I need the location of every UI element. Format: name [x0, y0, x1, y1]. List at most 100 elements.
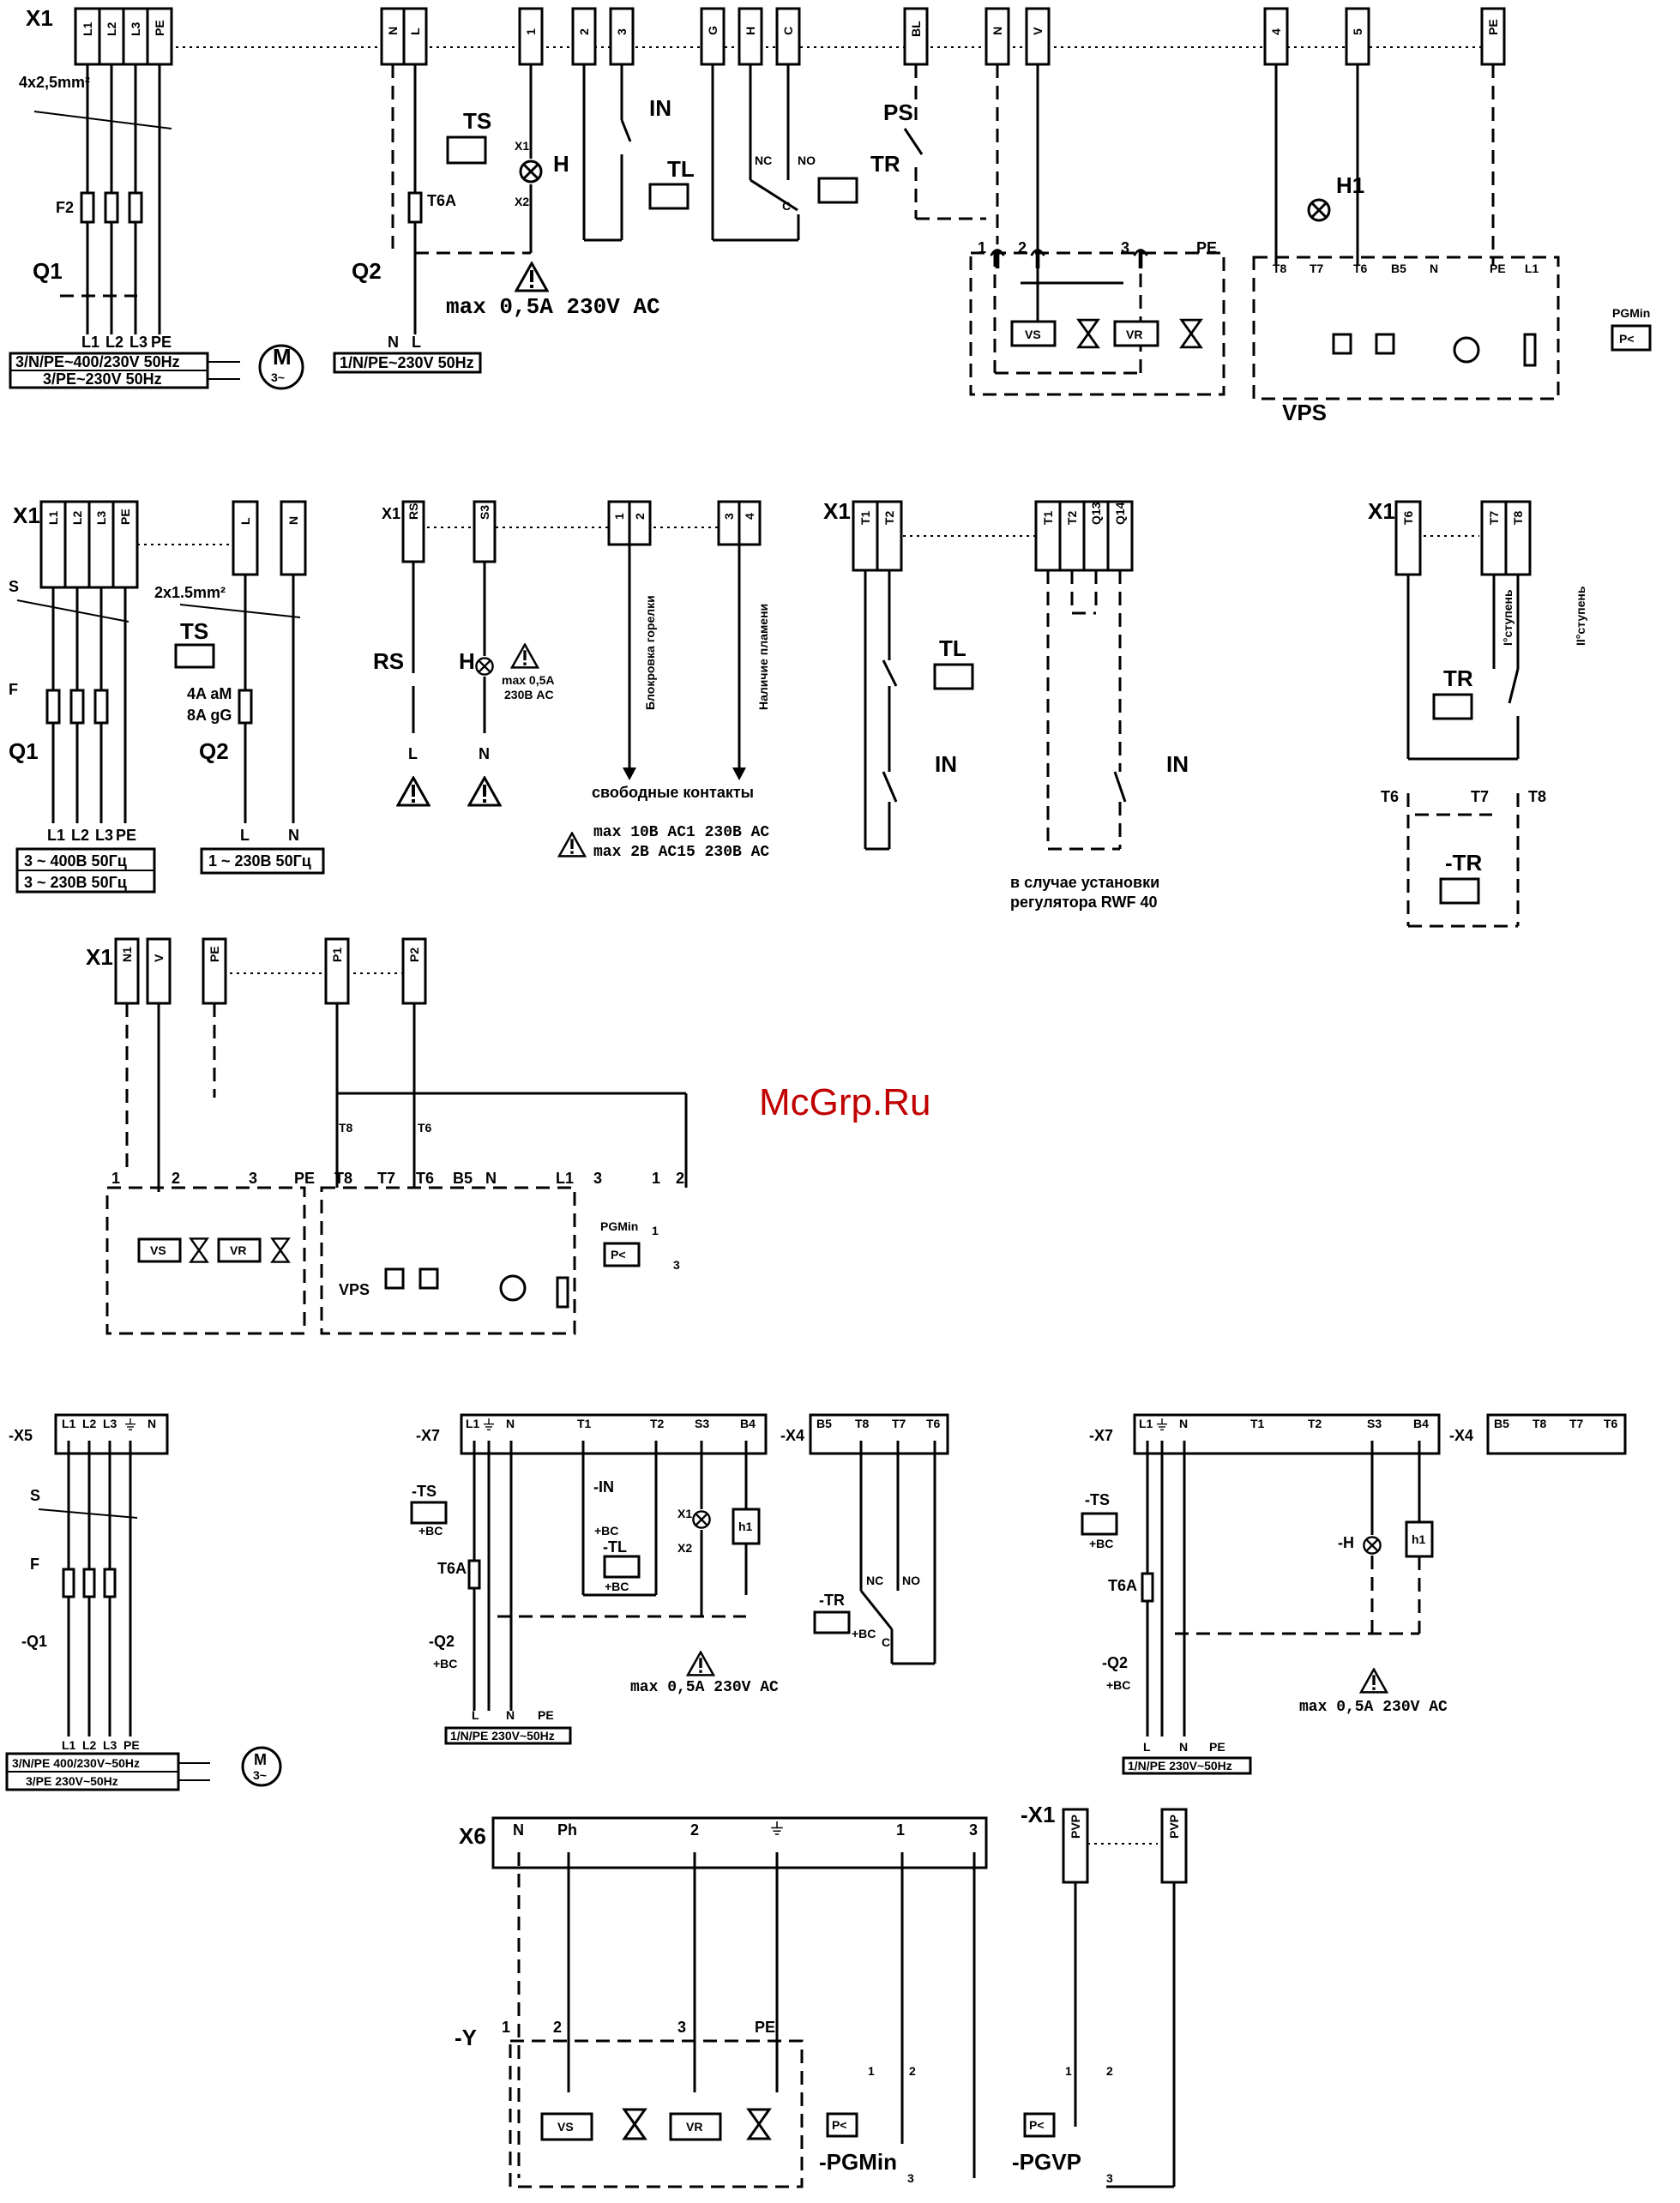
d1-supply-3ph-230: 3/PE~230V 50Hz	[43, 370, 162, 388]
svg-text:T2: T2	[650, 1417, 665, 1430]
svg-text:L3: L3	[95, 827, 113, 844]
svg-text:3: 3	[969, 1821, 978, 1839]
svg-text:BL: BL	[909, 21, 923, 37]
svg-text:T8: T8	[334, 1170, 352, 1187]
svg-text:PE: PE	[538, 1708, 554, 1722]
svg-text:T8: T8	[1532, 1417, 1547, 1430]
svg-text:PS: PS	[883, 99, 913, 125]
svg-text:NC: NC	[755, 153, 772, 167]
svg-text:2: 2	[172, 1170, 180, 1187]
d1-vs-box	[1010, 320, 1057, 347]
svg-text:T6: T6	[418, 1121, 432, 1135]
svg-text:F: F	[30, 1556, 39, 1573]
svg-text:-IN: -IN	[593, 1478, 614, 1496]
svg-text:PE: PE	[1490, 262, 1506, 275]
diagram-4-thermostat: X1 T1 T2 T1 T2 Q13 Q14 TL IN IN в случ	[823, 498, 1189, 911]
svg-text:1: 1	[524, 28, 538, 35]
d1-tr-box	[817, 177, 858, 204]
svg-text:3: 3	[673, 1258, 680, 1272]
d6-vr-valve-icon	[271, 1237, 290, 1263]
svg-text:L: L	[1143, 1740, 1151, 1754]
svg-text:L1: L1	[62, 1738, 76, 1752]
d1-warning-icon	[515, 262, 549, 292]
svg-text:L3: L3	[103, 1417, 117, 1430]
svg-text:VR: VR	[230, 1243, 246, 1257]
svg-text:L: L	[412, 334, 421, 351]
svg-text:max 2В AC15 230В AC: max 2В AC15 230В AC	[593, 844, 769, 861]
svg-text:L3: L3	[103, 1738, 117, 1752]
svg-text:N: N	[386, 27, 400, 35]
svg-text:-PGVP: -PGVP	[1012, 2149, 1081, 2175]
svg-text:T1: T1	[1041, 510, 1055, 525]
d1-h-lamp-circuit: H X1 X2 max 0,5A 230V AC	[415, 64, 660, 320]
svg-text:1 ~ 230В 50Гц: 1 ~ 230В 50Гц	[208, 852, 311, 870]
svg-text:NO: NO	[902, 1574, 920, 1587]
svg-text:VPS: VPS	[339, 1281, 370, 1298]
svg-text:N: N	[286, 516, 300, 525]
svg-text:NO: NO	[798, 153, 816, 167]
svg-text:X1: X1	[1368, 498, 1395, 524]
svg-text:X2: X2	[677, 1541, 692, 1555]
d2-terminals: L1 L2 L3 PE L N	[39, 500, 307, 589]
svg-text:4A aM: 4A aM	[187, 685, 232, 702]
d1-three-phase-wiring: 4x2,5mm² F2 Q1 L1 L2 L3 PE 3/N/PE~400/23…	[9, 64, 304, 390]
svg-text:X6: X6	[459, 1823, 486, 1849]
svg-text:1: 1	[652, 1224, 659, 1237]
svg-text:Q1: Q1	[9, 738, 39, 764]
svg-text:I°ступень: I°ступень	[1501, 589, 1514, 646]
svg-text:-TS: -TS	[412, 1483, 437, 1500]
svg-text:N: N	[288, 827, 299, 844]
svg-text:+BC: +BC	[418, 1524, 443, 1538]
svg-text:1: 1	[612, 513, 626, 520]
svg-text:1: 1	[978, 239, 986, 256]
svg-text:+BC: +BC	[1106, 1678, 1130, 1692]
diagram-5-two-stage: X1 T6 T7 T8 I°ступень II°ступень TR T6 T…	[1368, 498, 1587, 928]
svg-text:T7: T7	[1310, 262, 1324, 275]
svg-text:L: L	[240, 827, 250, 844]
d1-q1-label: Q1	[33, 258, 63, 284]
svg-text:T6: T6	[1353, 262, 1368, 275]
svg-text:P<: P<	[611, 1248, 626, 1261]
svg-text:C: C	[882, 1635, 890, 1649]
svg-text:+BC: +BC	[433, 1657, 457, 1670]
svg-text:T6: T6	[1381, 788, 1399, 805]
d1-terminals: L1 L2 L3 PE N L 1 2 3 G H C BL N V 4 5 P…	[74, 7, 1506, 66]
svg-text:h1: h1	[738, 1520, 753, 1533]
svg-text:2: 2	[690, 1821, 699, 1839]
d8-ts-box	[410, 1501, 448, 1525]
svg-text:3/N/PE 400/230V~50Hz: 3/N/PE 400/230V~50Hz	[12, 1756, 140, 1770]
svg-text:T6A: T6A	[437, 1560, 467, 1577]
svg-text:IN: IN	[1166, 751, 1189, 777]
svg-text:N: N	[991, 27, 1004, 35]
svg-text:T6: T6	[1401, 510, 1415, 525]
diagram-9-x7-variant-b: -X7 L1 N T1 T2 S3 B4 h1 -H -TS +BC T6A -…	[1081, 1413, 1627, 1775]
svg-text:PE: PE	[153, 20, 166, 36]
svg-text:3: 3	[1121, 239, 1129, 256]
svg-text:3 ~ 400В 50Гц: 3 ~ 400В 50Гц	[24, 852, 127, 870]
svg-text:N: N	[388, 334, 399, 351]
svg-text:L2: L2	[82, 1417, 97, 1430]
svg-text:2: 2	[577, 28, 591, 35]
svg-text:B4: B4	[1413, 1417, 1429, 1430]
svg-text:-TR: -TR	[1445, 850, 1483, 876]
d1-cable-label: 4x2,5mm²	[19, 74, 90, 91]
svg-text:PE: PE	[294, 1170, 315, 1187]
d1-valve-block: 1 2 3 PE VS VR	[969, 64, 1225, 396]
d10-vs-box	[540, 2112, 593, 2141]
svg-text:N: N	[148, 1417, 156, 1430]
svg-text:X1: X1	[13, 503, 40, 528]
svg-text:-Q1: -Q1	[21, 1633, 47, 1650]
svg-text:T1: T1	[858, 510, 872, 525]
d1-tl-box	[648, 183, 689, 210]
svg-text:3~: 3~	[253, 1768, 267, 1782]
svg-text:S3: S3	[1367, 1417, 1382, 1430]
d5-tr2-box	[1439, 877, 1480, 905]
svg-text:NC: NC	[866, 1574, 883, 1587]
svg-text:4: 4	[1269, 28, 1283, 35]
svg-text:-X7: -X7	[1089, 1427, 1113, 1444]
d1-single-phase: TS T6A Q2 N L 1/N/PE~230V 50Hz	[333, 64, 491, 374]
svg-text:X1: X1	[515, 139, 529, 153]
d3-warning-icon-n	[467, 776, 502, 807]
svg-text:B4: B4	[740, 1417, 756, 1430]
svg-text:PVP: PVP	[1167, 1815, 1181, 1839]
